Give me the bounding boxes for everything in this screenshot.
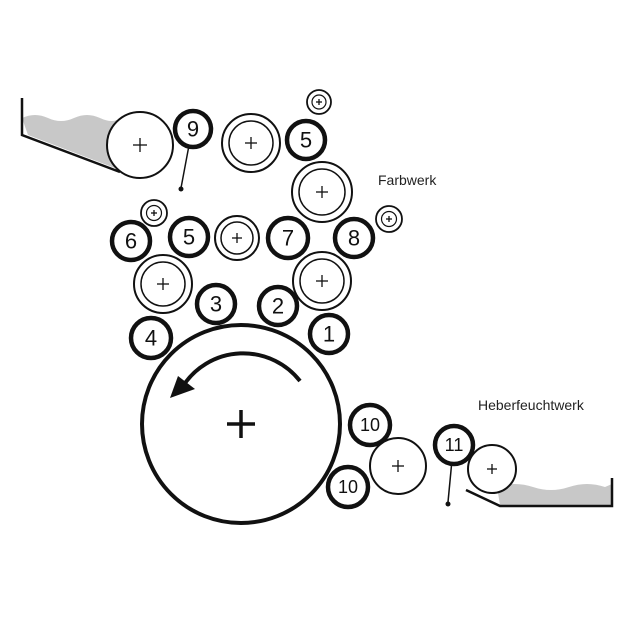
- rotation-arrow-head: [170, 376, 195, 398]
- water-fountain: [465, 478, 614, 508]
- ink-fountain-outline: [20, 98, 121, 174]
- water-fountain-outline: [465, 478, 614, 508]
- roller-6-label: 6: [125, 229, 137, 254]
- inking-unit-label: Farbwerk: [378, 172, 437, 188]
- roller-4-label: 4: [145, 326, 157, 351]
- roller-7-label: 7: [282, 226, 294, 251]
- plate-cylinder: [140, 323, 342, 525]
- fountain-roller: [106, 111, 174, 179]
- water-fountain-roller: [467, 444, 517, 494]
- rider-roller-top: [306, 89, 332, 115]
- dampening-distributor-roller: [369, 437, 427, 495]
- roller-3: 3: [194, 282, 238, 326]
- dampening-unit-label: Heberfeuchtwerk: [478, 397, 585, 413]
- distributor-roller-lower-right: [292, 251, 352, 311]
- roller-3-label: 3: [210, 292, 222, 317]
- rider-roller-left: [140, 199, 168, 227]
- roller-5-top: 5: [284, 118, 328, 162]
- distributor-roller-lower-left: [133, 254, 193, 314]
- roller-4: 4: [128, 315, 174, 361]
- roller-6: 6: [109, 219, 153, 263]
- roller-5-middle: 5: [167, 215, 211, 259]
- roller-5-top-label: 5: [300, 128, 312, 153]
- roller-2: 2: [256, 284, 300, 328]
- roller-1: 1: [307, 312, 351, 356]
- roller-9-label: 9: [187, 117, 199, 142]
- roller-9: 9: [172, 108, 214, 192]
- roller-8: 8: [332, 216, 376, 260]
- roller-11: 11: [432, 423, 476, 507]
- roller-2-label: 2: [272, 294, 284, 319]
- roller-1-label: 1: [323, 322, 335, 347]
- roller-10-lower: 10: [325, 464, 371, 510]
- water-fountain-fill: [497, 484, 612, 505]
- roller-10-upper-label: 10: [360, 415, 380, 435]
- roller-11-label: 11: [445, 435, 464, 455]
- ink-fountain: [20, 98, 121, 174]
- rider-roller-right: [375, 205, 403, 233]
- vibrator-roller-middle: [214, 215, 260, 261]
- roller-10-lower-label: 10: [338, 477, 358, 497]
- roller-8-label: 8: [348, 226, 360, 251]
- roller-5-middle-label: 5: [183, 225, 195, 250]
- dampening-ductor-lever: [447, 459, 453, 503]
- roller-7: 7: [265, 215, 311, 261]
- ink-fountain-fill: [22, 115, 120, 170]
- rotation-arrow: [181, 351, 302, 388]
- vibrator-roller-top: [221, 113, 281, 173]
- roller-10-upper: 10: [347, 402, 393, 448]
- distributor-roller-upper: [291, 161, 353, 223]
